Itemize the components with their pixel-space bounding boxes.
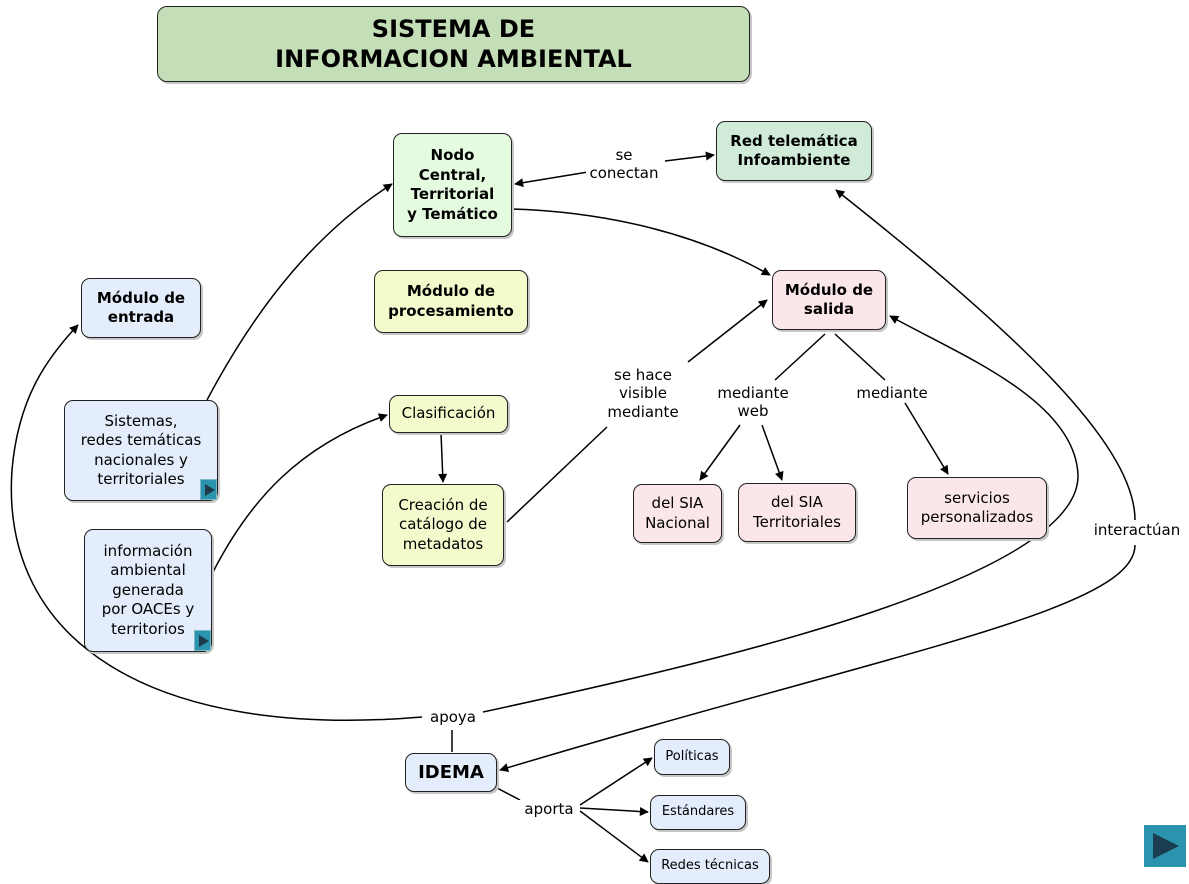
label-se-hace-visible: se hace visible mediante [600, 366, 686, 421]
label-se-conectan: se conectan [586, 146, 662, 183]
link-salida-to-mediante [834, 333, 886, 381]
link-catalogo-to-visible [506, 426, 608, 523]
node-sia-territoriales[interactable]: del SIA Territoriales [738, 483, 856, 542]
node-sia-nacional[interactable]: del SIA Nacional [633, 484, 722, 543]
link-web-to-sia-territoriales [761, 424, 784, 481]
label-apoya: apoya [424, 708, 482, 727]
link-salida-to-mediante-web [774, 333, 826, 381]
label-interactuan: interactúan [1089, 521, 1185, 540]
next-arrow-icon[interactable] [1144, 825, 1186, 867]
node-nodo-central[interactable]: Nodo Central, Territorial y Temático [393, 133, 512, 237]
link-nodo-to-salida [511, 208, 771, 276]
link-visible-to-salida [687, 299, 768, 363]
link-se-conectan-to-red [664, 151, 715, 162]
node-clasificacion[interactable]: Clasificación [389, 395, 508, 433]
link-info-to-clasificacion [212, 413, 388, 573]
node-modulo-salida[interactable]: Módulo de salida [772, 270, 886, 330]
link-se-conectan-to-nodo [514, 171, 589, 188]
node-sistemas-redes[interactable]: Sistemas, redes temáticas nacionales y t… [64, 400, 218, 501]
play-icon[interactable] [194, 630, 211, 651]
node-catalogo-metadatos[interactable]: Creación de catálogo de metadatos [382, 484, 504, 566]
node-red-telematica[interactable]: Red telemática Infoambiente [716, 121, 872, 181]
link-sistemas-to-nodo [206, 183, 393, 401]
link-aporta-to-estandares [579, 807, 649, 817]
link-clasificacion-to-catalogo [438, 432, 448, 483]
label-mediante-web: mediante web [711, 384, 795, 421]
node-modulo-entrada[interactable]: Módulo de entrada [81, 278, 201, 338]
link-aporta-to-politicas [579, 757, 653, 806]
diagram-title: SISTEMA DE INFORMACION AMBIENTAL [157, 6, 750, 82]
node-politicas[interactable]: Políticas [654, 739, 730, 775]
node-informacion-ambiental[interactable]: información ambiental generada por OACEs… [84, 529, 212, 652]
link-mediante-to-servicios [904, 402, 949, 475]
link-interactuan-to-red [835, 189, 1136, 521]
link-aporta-to-redes [579, 810, 649, 863]
play-icon[interactable] [200, 479, 217, 500]
link-idema-to-aporta [496, 787, 521, 801]
link-web-to-sia-nacional [699, 424, 741, 481]
node-idema[interactable]: IDEMA [405, 753, 497, 792]
node-sistemas-redes-label: Sistemas, redes temáticas nacionales y t… [80, 411, 202, 489]
node-modulo-procesamiento[interactable]: Módulo de procesamiento [374, 270, 528, 333]
node-estandares[interactable]: Estándares [650, 795, 746, 830]
link-interactuan-to-idema [499, 544, 1136, 772]
node-servicios-personalizados[interactable]: servicios personalizados [907, 477, 1047, 539]
node-informacion-ambiental-label: información ambiental generada por OACEs… [101, 541, 195, 638]
node-redes-tecnicas[interactable]: Redes técnicas [650, 849, 770, 884]
link-apoya-to-entrada [10, 324, 423, 721]
label-aporta: aporta [519, 800, 579, 819]
link-apoya-to-salida [482, 315, 1079, 713]
label-mediante: mediante [850, 384, 934, 403]
